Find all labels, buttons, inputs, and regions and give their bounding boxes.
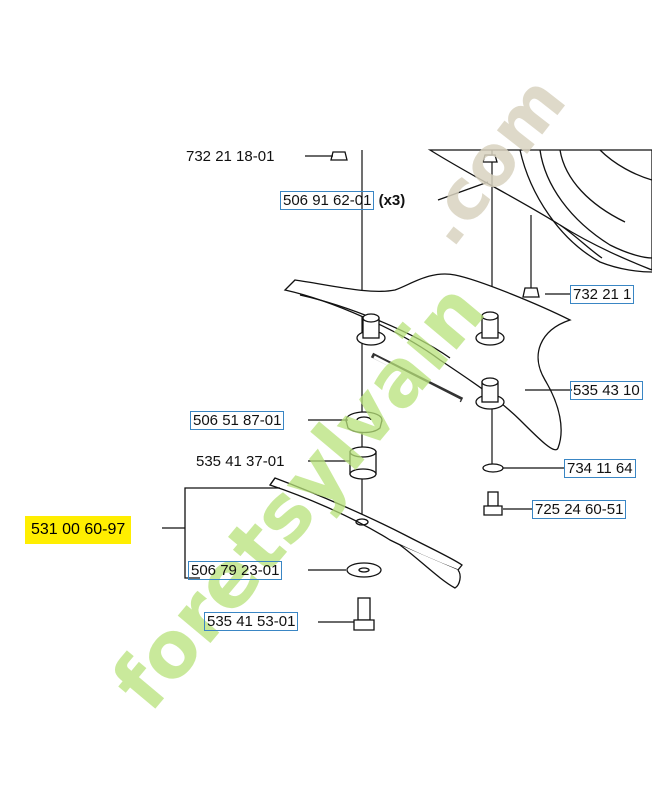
- part-number: 531 00 60-97: [31, 521, 126, 538]
- part-number: 535 41 53-01: [204, 612, 299, 631]
- part-label-535-41-37-01: 535 41 37-01: [194, 453, 286, 470]
- part-number: 506 91 62-01: [280, 191, 375, 210]
- part-label-725-24-60-51: 725 24 60-51: [532, 500, 627, 519]
- part-label-506-91-62-01: 506 91 62-01 (x3): [280, 191, 406, 210]
- part-quantity: (x3): [378, 192, 406, 209]
- part-number: 506 79 23-01: [188, 561, 283, 580]
- part-number: 506 51 87-01: [190, 411, 285, 430]
- part-label-732-21-18-01: 732 21 18-01: [184, 148, 276, 165]
- part-label-506-79-23-01: 506 79 23-01: [188, 561, 283, 580]
- flat-washer: [346, 562, 382, 578]
- part-label-531-00-60-97-highlighted: 531 00 60-97: [25, 516, 132, 544]
- part-number: 732 21 18-01: [186, 148, 275, 165]
- mower-housing: [427, 149, 652, 271]
- part-label-506-51-87-01: 506 51 87-01: [190, 411, 285, 430]
- part-label-535-43-10: 535 43 10: [570, 381, 643, 400]
- part-number: 535 43 10: [570, 381, 643, 400]
- part-label-732-21-1: 732 21 1: [570, 285, 635, 304]
- blade-adapter-plate: [283, 273, 572, 451]
- part-label-734-11-64: 734 11 64: [564, 459, 636, 478]
- part-number: 734 11 64: [564, 459, 636, 478]
- part-label-535-41-53-01: 535 41 53-01: [204, 612, 299, 631]
- part-number: 732 21 1: [570, 285, 635, 304]
- part-number: 535 41 37-01: [196, 453, 285, 470]
- part-number: 725 24 60-51: [532, 500, 627, 519]
